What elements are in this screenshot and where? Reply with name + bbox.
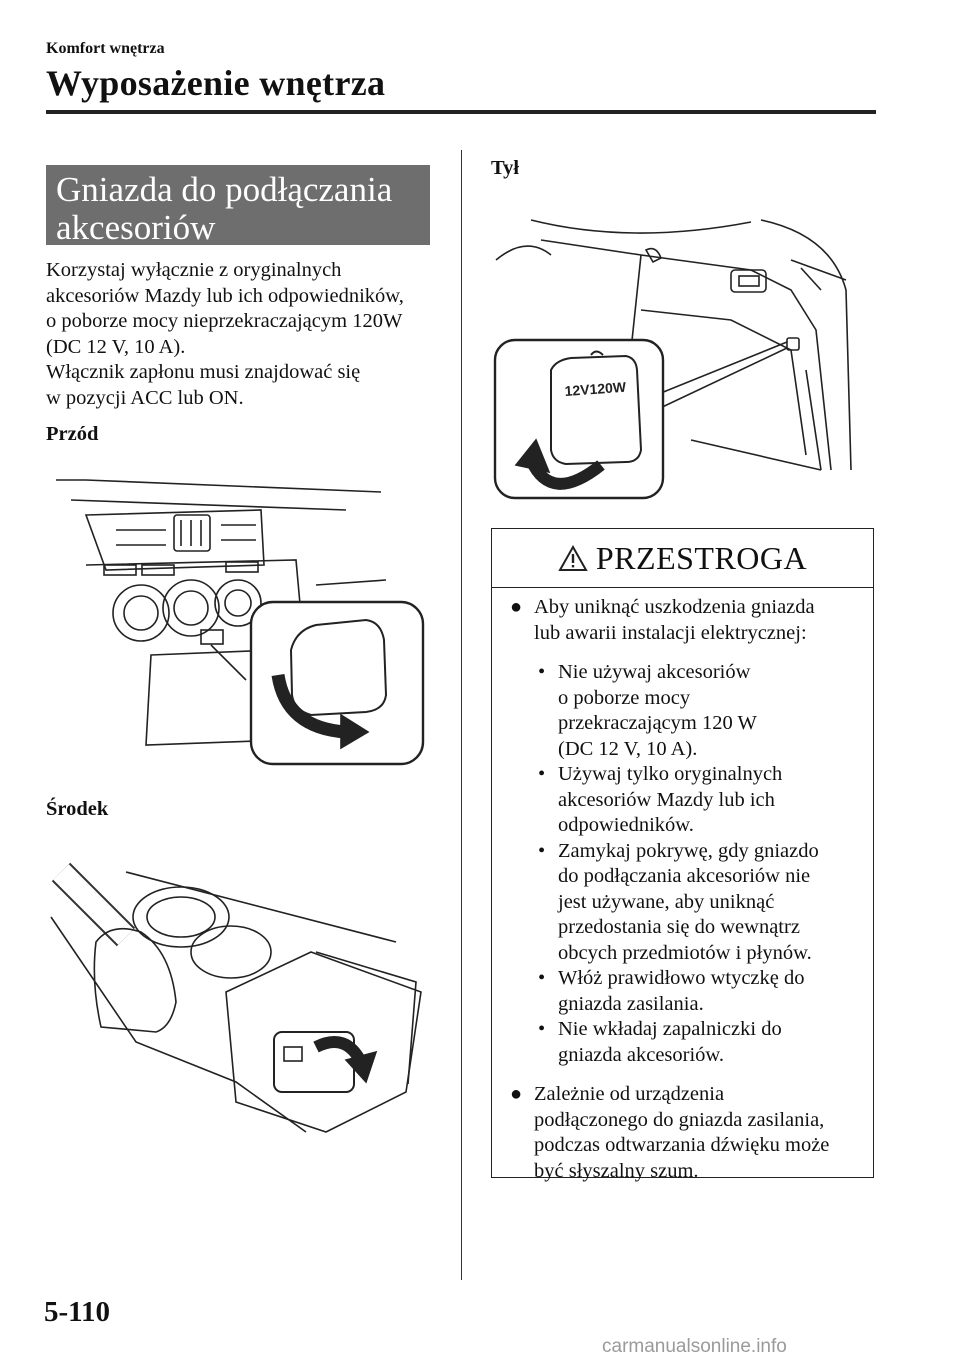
caution-line: gniazda akcesoriów.	[558, 1043, 725, 1066]
page-number: 5-110	[44, 1296, 111, 1328]
caution-line: Nie używaj akcesoriów	[558, 661, 751, 683]
bullet-dot-icon: ●	[510, 596, 523, 618]
caution-line: odpowiedników.	[558, 814, 694, 836]
sub-bullet-icon: •	[538, 763, 546, 785]
section-heading-line2: akcesoriów	[56, 208, 216, 247]
socket-rating-text: 12V120W	[564, 379, 627, 399]
caution-subitem: • Używaj tylko oryginalnych akcesoriów M…	[534, 762, 860, 839]
intro-line: o poborze mocy nieprzekraczającym 120W	[46, 310, 403, 332]
sub-bullet-icon: •	[538, 839, 546, 862]
page-title: Wyposażenie wnętrza	[46, 63, 386, 103]
caution-sublist: • Nie używaj akcesoriów o poborze mocy p…	[508, 660, 860, 1068]
intro-line: w pozycji ACC lub ON.	[46, 386, 244, 409]
sub-bullet-icon: •	[538, 1018, 546, 1040]
caution-content: ● Aby uniknąć uszkodzenia gniazda lub aw…	[508, 595, 860, 1198]
caution-subitem: • Nie używaj akcesoriów o poborze mocy p…	[534, 660, 860, 762]
caution-line: akcesoriów Mazdy lub ich	[558, 788, 775, 811]
middle-label: Środek	[46, 798, 109, 820]
rear-socket-illustration: 12V120W	[491, 210, 875, 506]
caution-subitem: • Zamykaj pokrywę, gdy gniazdo do podłąc…	[534, 839, 860, 967]
caution-bullet: ● Aby uniknąć uszkodzenia gniazda lub aw…	[508, 595, 860, 646]
front-label: Przód	[46, 423, 99, 445]
caution-line: Nie wkładaj zapalniczki do	[558, 1018, 782, 1040]
caution-line: przedostania się do wewnątrz	[558, 916, 800, 938]
header-rule	[46, 110, 876, 114]
caution-title: PRZESTROGA	[595, 539, 808, 576]
caution-line: Włóż prawidłowo wtyczkę do	[558, 967, 805, 989]
front-socket-illustration	[46, 470, 430, 766]
warning-triangle-icon	[558, 544, 588, 571]
caution-line: o poborze mocy	[558, 686, 691, 709]
column-divider	[461, 150, 462, 1280]
section-heading-line1: Gniazda do podłączania	[56, 170, 393, 209]
caution-line: gniazda zasilania.	[558, 992, 704, 1015]
caution-line: lub awarii instalacji elektrycznej:	[534, 621, 807, 644]
caution-line: Aby uniknąć uszkodzenia gniazda	[534, 596, 815, 618]
caution-line: podłączonego do gniazda zasilania,	[534, 1108, 825, 1131]
caution-line: Zamykaj pokrywę, gdy gniazdo	[558, 839, 819, 862]
caution-line: przekraczającym 120 W	[558, 712, 757, 734]
watermark: carmanualsonline.info	[602, 1336, 787, 1357]
caution-line: Używaj tylko oryginalnych	[558, 763, 783, 785]
caution-line: jest używane, aby uniknąć	[558, 890, 775, 913]
bullet-dot-icon: ●	[510, 1083, 523, 1105]
intro-line: (DC 12 V, 10 A).	[46, 335, 186, 358]
caution-bullet: ● Zależnie od urządzenia podłączonego do…	[508, 1082, 860, 1184]
caution-header: PRZESTROGA	[492, 529, 873, 588]
caution-line: obcych przedmiotów i płynów.	[558, 941, 812, 964]
section-heading: Gniazda do podłączania akcesoriów	[46, 165, 430, 247]
caution-box: PRZESTROGA ● Aby uniknąć uszkodzenia gni…	[491, 528, 874, 1182]
sub-bullet-icon: •	[538, 967, 546, 989]
caution-subitem: • Nie wkładaj zapalniczki do gniazda akc…	[534, 1017, 860, 1068]
caution-line: (DC 12 V, 10 A).	[558, 737, 698, 760]
rear-label: Tył	[491, 157, 520, 179]
caution-line: do podłączania akcesoriów nie	[558, 865, 811, 887]
caution-subitem: • Włóż prawidłowo wtyczkę do gniazda zas…	[534, 966, 860, 1017]
intro-line: Włącznik zapłonu musi znajdować się	[46, 361, 361, 383]
intro-paragraph: Korzystaj wyłącznie z oryginalnych akces…	[46, 258, 446, 411]
caution-line: Zależnie od urządzenia	[534, 1083, 725, 1105]
intro-line: Korzystaj wyłącznie z oryginalnych	[46, 259, 342, 281]
chapter-label: Komfort wnętrza	[46, 40, 165, 57]
middle-socket-illustration	[46, 852, 430, 1164]
sub-bullet-icon: •	[538, 661, 546, 683]
caution-line: podczas odtwarzania dźwięku może	[534, 1134, 830, 1156]
caution-line: być słyszalny szum.	[534, 1159, 699, 1182]
intro-line: akcesoriów Mazdy lub ich odpowiedników,	[46, 284, 404, 307]
